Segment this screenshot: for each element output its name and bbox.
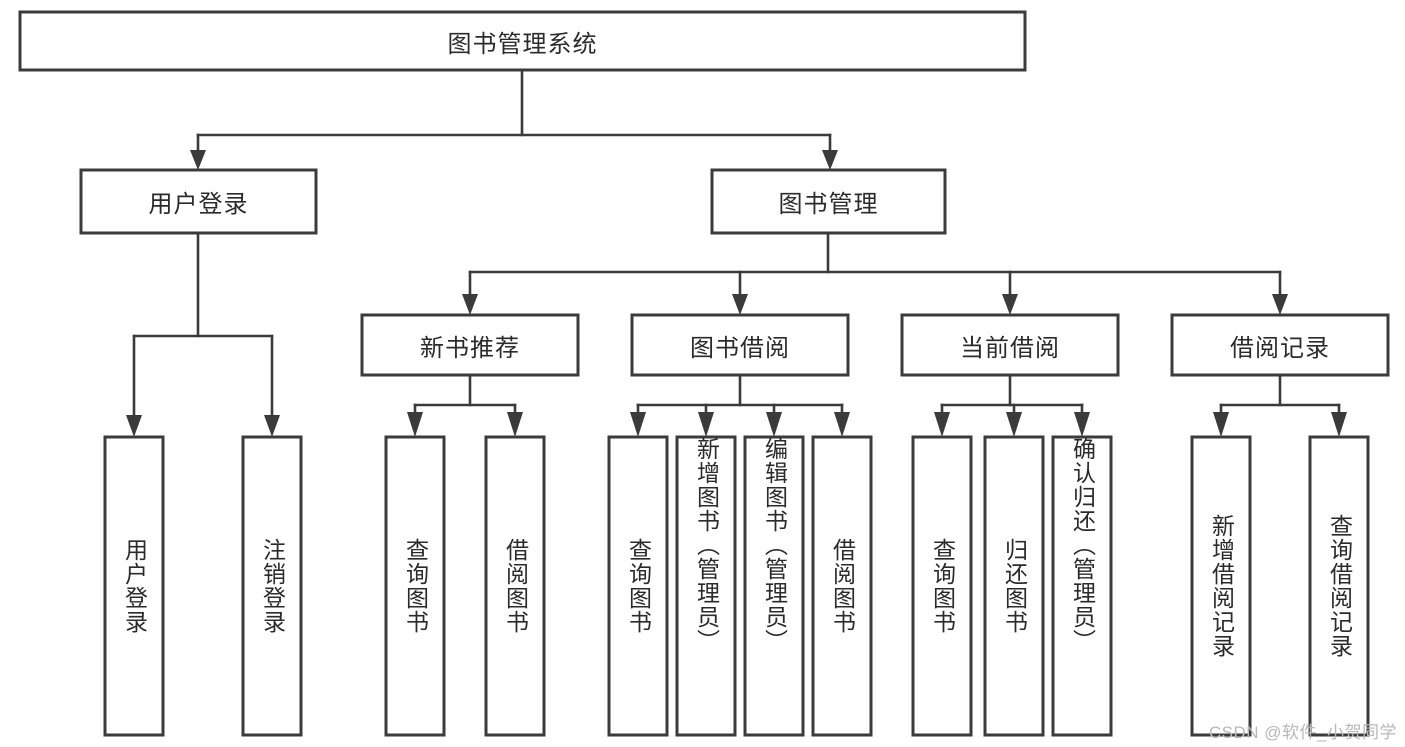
node-leaf-query-record[interactable]	[1308, 435, 1370, 737]
arrowhead-leaf-return-book	[1006, 412, 1022, 437]
node-leaf-edit-book[interactable]	[743, 435, 805, 737]
node-leaf-borrow-book-2[interactable]	[811, 435, 873, 737]
csdn-watermark: CSDN @软件_小贺同学	[1208, 723, 1397, 742]
node-user-login[interactable]	[79, 168, 318, 235]
arrowhead-leaf-query-book-2	[630, 412, 646, 437]
node-leaf-query-book-2[interactable]	[607, 435, 669, 737]
arrowhead-user-login	[190, 150, 206, 170]
node-book-borrow[interactable]	[630, 313, 850, 377]
arrowhead-leaf-add-record	[1213, 412, 1229, 437]
arrowhead-leaf-query-record	[1331, 412, 1347, 437]
arrowhead-leaf-add-book	[698, 412, 714, 437]
arrowhead-leaf-query-book-3	[934, 412, 950, 437]
arrowhead-leaf-borrow-book-1	[507, 412, 523, 437]
node-leaf-confirm-return[interactable]	[1051, 435, 1113, 737]
arrowhead-borrow-record	[1272, 294, 1288, 315]
node-leaf-user-login[interactable]	[103, 435, 165, 737]
node-borrow-record[interactable]	[1170, 313, 1390, 377]
node-leaf-add-book[interactable]	[675, 435, 737, 737]
node-book-manage[interactable]	[710, 168, 947, 235]
node-new-book-rec[interactable]	[360, 313, 580, 377]
arrowhead-leaf-logout	[264, 415, 280, 437]
node-leaf-add-record[interactable]	[1190, 435, 1252, 737]
arrowhead-current-borrow	[1002, 294, 1018, 315]
arrowhead-book-manage	[822, 150, 838, 170]
arrowhead-new-book-rec	[462, 294, 478, 315]
arrowhead-leaf-borrow-book-2	[834, 412, 850, 437]
arrowhead-leaf-query-book-1	[407, 412, 423, 437]
node-leaf-query-book-3[interactable]	[911, 435, 973, 737]
node-leaf-logout[interactable]	[241, 435, 303, 737]
arrowhead-leaf-confirm-return	[1074, 412, 1090, 437]
node-root-system[interactable]	[18, 10, 1027, 72]
arrowhead-leaf-user-login	[126, 415, 142, 437]
node-current-borrow[interactable]	[900, 313, 1120, 377]
node-leaf-query-book-1[interactable]	[384, 435, 446, 737]
node-leaf-return-book[interactable]	[983, 435, 1045, 737]
arrowhead-book-borrow	[732, 294, 748, 315]
node-leaf-borrow-book-1[interactable]	[484, 435, 546, 737]
arrowhead-leaf-edit-book	[766, 412, 782, 437]
